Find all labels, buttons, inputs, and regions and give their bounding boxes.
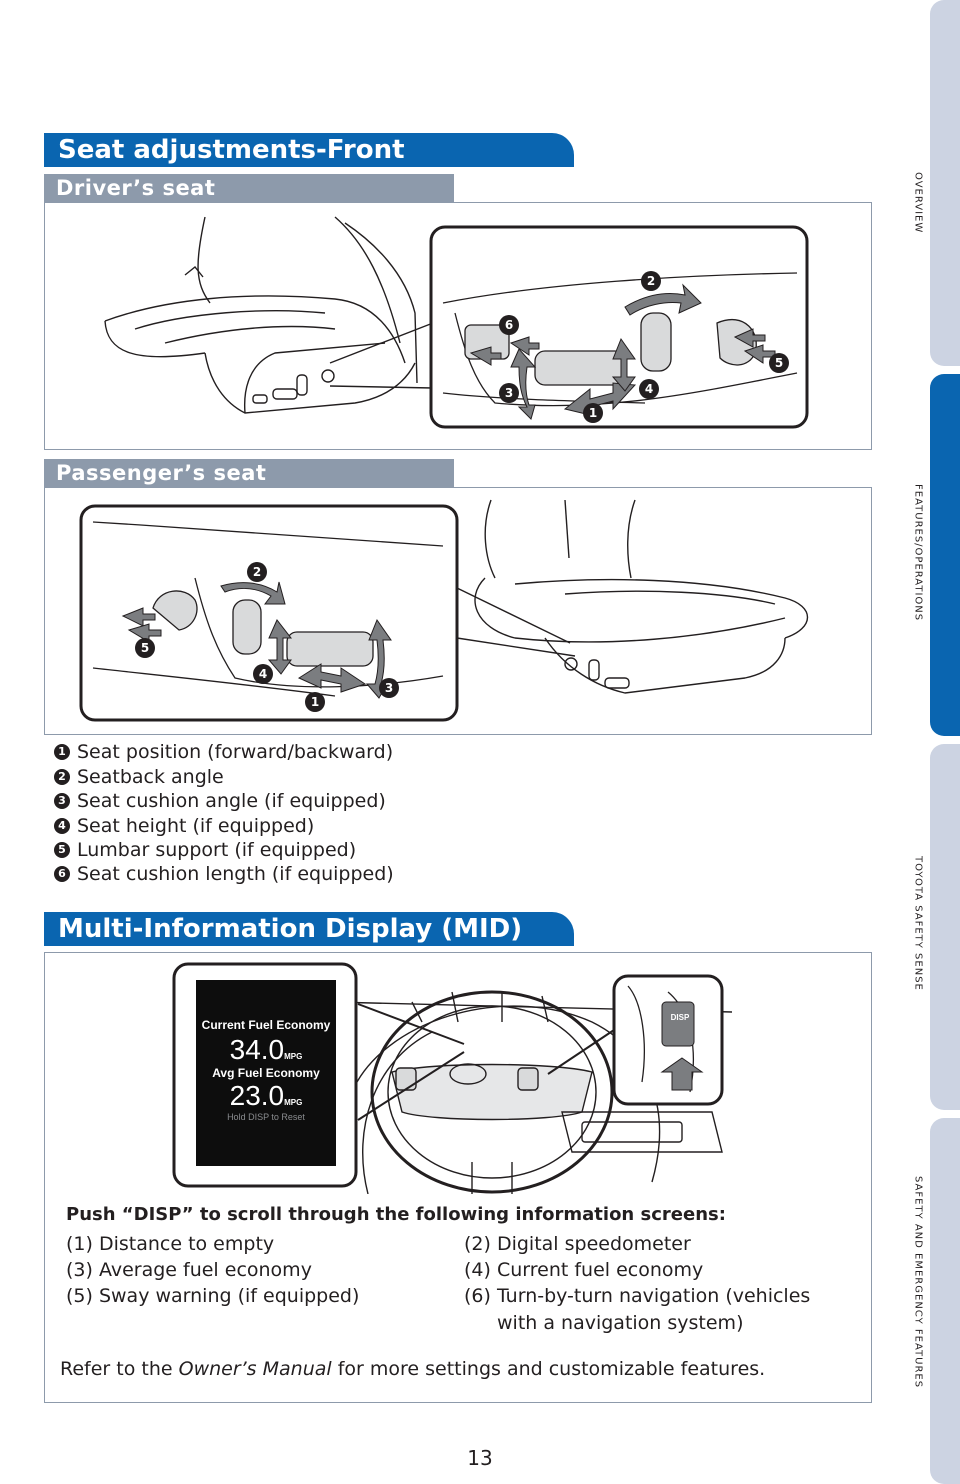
page-number: 13 [467, 1446, 493, 1470]
side-tab-overview[interactable] [930, 0, 960, 366]
legend-text-3: Seat cushion angle (if equipped) [77, 790, 386, 812]
passenger-callout-4 [253, 664, 273, 684]
mid-screen-value1: 34.0 [229, 1034, 285, 1065]
side-tab-overview-label: OVERVIEW [912, 172, 924, 234]
mid-item-3: (3) Average fuel economy [66, 1259, 312, 1281]
side-tab-features-label: FEATURES/OPERATIONS [912, 484, 924, 622]
side-tab-emergency-label: SAFETY AND EMERGENCY FEATURES [912, 1176, 924, 1389]
driver-seat-figure: 1 2 3 4 5 6 [44, 202, 872, 450]
legend-item-5: 5 Lumbar support (if equipped) [54, 838, 356, 862]
driver-callout-5-label: 5 [775, 356, 783, 370]
driver-seat-title: Driver’s seat [44, 174, 454, 202]
mid-screen-line3: Hold DISP to Reset [227, 1112, 305, 1122]
mid-illustration [172, 962, 733, 1194]
driver-callout-6-label: 6 [505, 318, 513, 332]
passenger-callout-4-label: 4 [259, 667, 267, 681]
passenger-callout-3 [379, 678, 399, 698]
driver-callout-6 [499, 315, 519, 335]
driver-callout-3 [499, 383, 519, 403]
refer-after: for more settings and customizable featu… [331, 1358, 766, 1380]
legend-text-1: Seat position (forward/backward) [77, 741, 394, 763]
disp-button[interactable]: DISP [670, 1013, 690, 1022]
mid-screen-line1: Current Fuel Economy [201, 1018, 331, 1032]
legend-number-1: 1 [54, 744, 70, 760]
refer-manual: Owner’s Manual [178, 1358, 332, 1380]
passenger-callout-2 [247, 562, 267, 582]
mid-section-title: Multi-Information Display (MID) [44, 912, 574, 946]
legend-number-5: 5 [54, 842, 70, 858]
passenger-callout-1-label: 1 [311, 695, 319, 709]
mid-figure-frame [44, 952, 872, 1403]
legend-text-5: Lumbar support (if equipped) [77, 839, 357, 861]
mid-screen-value2: 23.0 [229, 1080, 285, 1111]
legend-item-3: 3 Seat cushion angle (if equipped) [54, 789, 386, 813]
driver-callout-5 [769, 353, 789, 373]
side-tab-safety-sense-label: TOYOTA SAFETY SENSE [912, 856, 924, 991]
passenger-callout-5-label: 5 [141, 641, 149, 655]
legend-number-2: 2 [54, 769, 70, 785]
side-tab-emergency[interactable] [930, 1118, 960, 1484]
passenger-callout-5 [135, 638, 155, 658]
seat-section-title: Seat adjustments-Front [44, 133, 574, 167]
refer-before: Refer to the [60, 1358, 179, 1380]
passenger-seat-figure: 1 2 3 4 5 [44, 487, 872, 735]
passenger-callout-1 [305, 692, 325, 712]
mid-screen-unit1: MPG [284, 1052, 303, 1061]
passenger-seat-illustration: 1 2 3 4 5 [79, 499, 809, 722]
mid-screen-line2: Avg Fuel Economy [212, 1066, 320, 1080]
driver-callout-1 [583, 403, 603, 423]
driver-callout-4 [639, 379, 659, 399]
mid-screen: Current Fuel Economy 34.0MPG Avg Fuel Ec… [198, 982, 334, 1162]
refer-note: Refer to the Owner’s Manual for more set… [60, 1358, 765, 1380]
mid-screen-unit2: MPG [284, 1098, 303, 1107]
driver-seat-illustration: 1 2 3 4 5 6 [104, 216, 809, 429]
mid-item-2: (2) Digital speedometer [464, 1233, 691, 1255]
side-tab-safety-sense[interactable] [930, 744, 960, 1110]
legend-number-6: 6 [54, 866, 70, 882]
mid-item-6: (6) Turn-by-turn navigation (vehicles [464, 1285, 811, 1307]
driver-callout-4-label: 4 [645, 382, 653, 396]
mid-heading: Push “DISP” to scroll through the follow… [66, 1204, 726, 1225]
driver-callout-1-label: 1 [589, 406, 597, 420]
legend-text-6: Seat cushion length (if equipped) [77, 863, 394, 885]
mid-item-1: (1) Distance to empty [66, 1233, 275, 1255]
mid-item-6-cont: with a navigation system) [497, 1312, 744, 1334]
driver-callout-2 [641, 271, 661, 291]
legend-text-4: Seat height (if equipped) [77, 815, 315, 837]
mid-item-5: (5) Sway warning (if equipped) [66, 1285, 360, 1307]
legend-item-4: 4 Seat height (if equipped) [54, 814, 314, 838]
legend-number-4: 4 [54, 818, 70, 834]
legend-item-6: 6 Seat cushion length (if equipped) [54, 862, 394, 886]
passenger-callout-2-label: 2 [253, 565, 261, 579]
driver-callout-2-label: 2 [647, 274, 655, 288]
passenger-seat-title: Passenger’s seat [44, 459, 454, 487]
legend-item-1: 1 Seat position (forward/backward) [54, 740, 393, 764]
mid-item-4: (4) Current fuel economy [464, 1259, 704, 1281]
legend-text-2: Seatback angle [77, 766, 224, 788]
side-tab-features[interactable] [930, 374, 960, 736]
legend-item-2: 2 Seatback angle [54, 765, 224, 789]
driver-callout-3-label: 3 [505, 386, 513, 400]
passenger-callout-3-label: 3 [385, 681, 393, 695]
legend-number-3: 3 [54, 793, 70, 809]
